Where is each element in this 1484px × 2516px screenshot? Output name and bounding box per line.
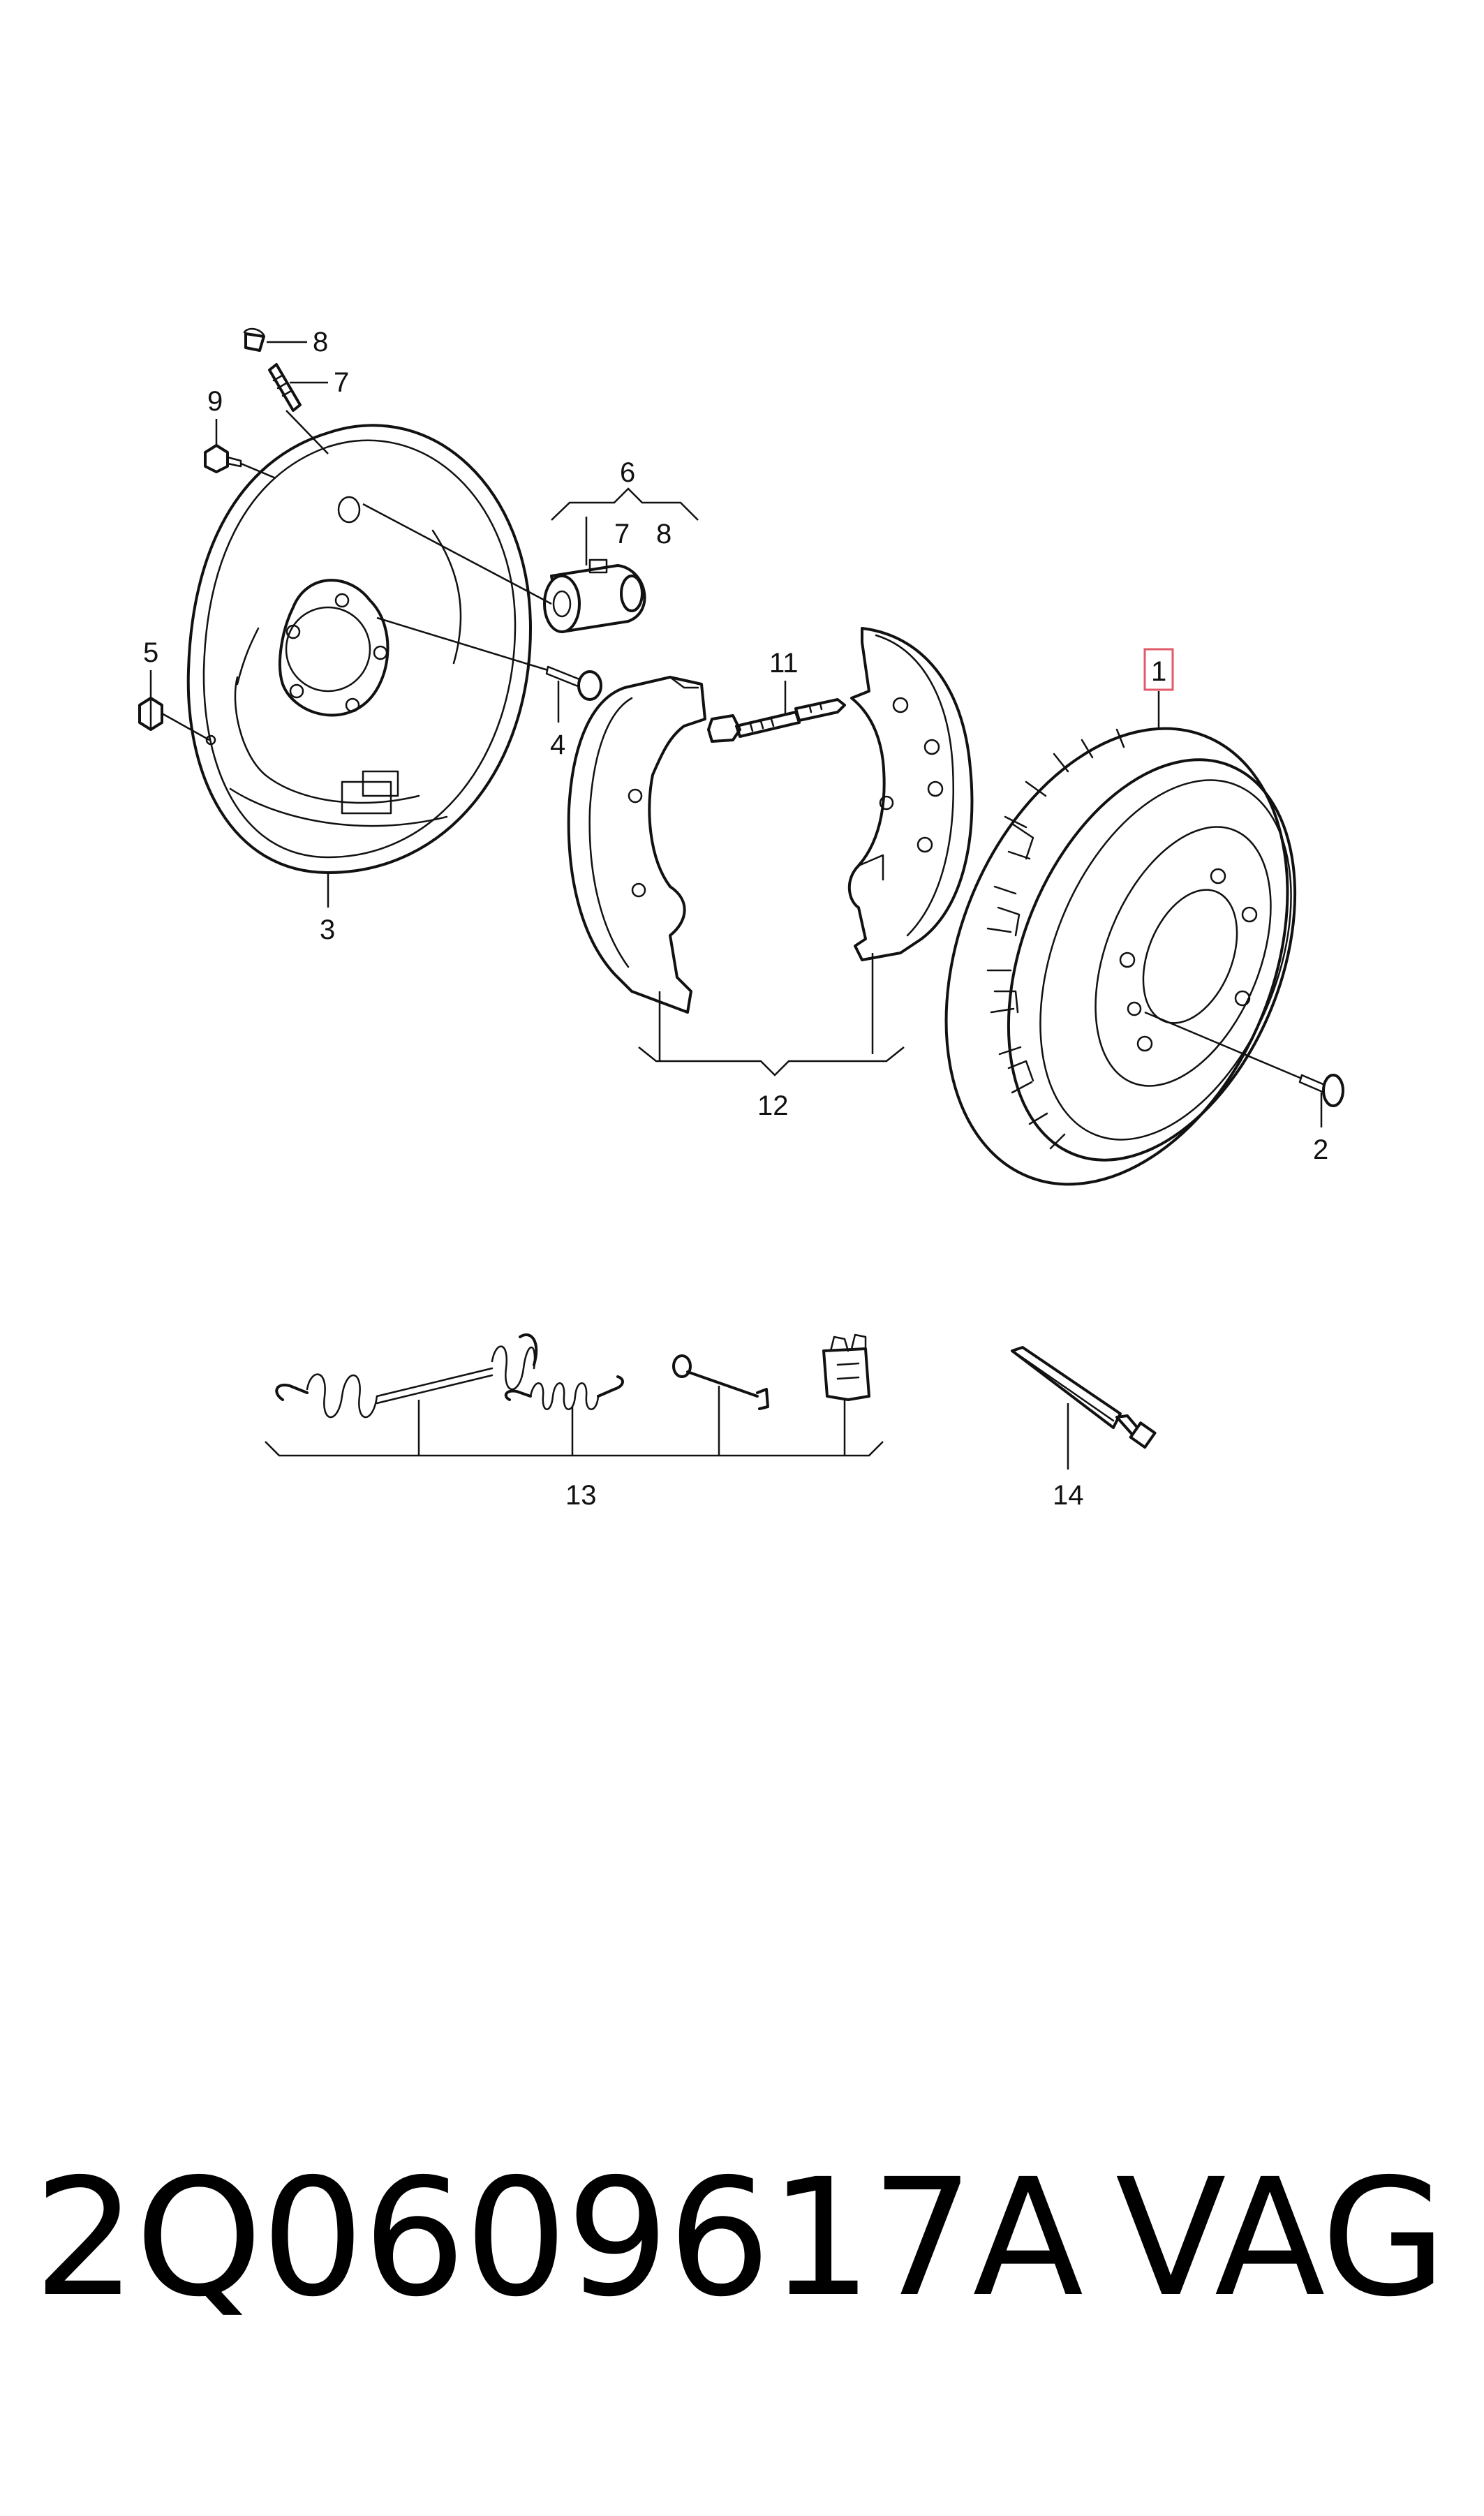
callout-1-highlight: [1143, 648, 1174, 691]
brand-name: VAG: [1115, 2144, 1446, 2332]
part-number: 2Q0609617A: [34, 2144, 1083, 2332]
bracket-12: [638, 1046, 905, 1076]
callout-12[interactable]: 12: [757, 1090, 789, 1121]
bolt-4[interactable]: [545, 665, 602, 701]
callout-9[interactable]: 9: [207, 386, 223, 417]
callout-2[interactable]: 2: [1313, 1134, 1328, 1165]
leader-bleeder-to-plate: [285, 410, 329, 454]
nut-5[interactable]: [138, 697, 163, 731]
adjuster-strut[interactable]: [707, 698, 846, 743]
brake-drum[interactable]: [882, 677, 1351, 1235]
callout-1[interactable]: 1: [1151, 656, 1166, 687]
leader-2-to-drum: [1144, 1011, 1303, 1080]
callout-11[interactable]: 11: [769, 648, 799, 679]
fitting-kit-pin[interactable]: [672, 1354, 769, 1410]
bolt-2[interactable]: [1298, 1074, 1344, 1107]
grease-tube[interactable]: [1011, 1346, 1157, 1449]
callout-5[interactable]: 5: [143, 637, 158, 668]
callout-8-top[interactable]: 8: [313, 327, 328, 357]
brake-shoe-left[interactable]: [567, 676, 706, 1014]
leader-9-to-plate: [240, 462, 276, 480]
bolt-9[interactable]: [204, 444, 242, 473]
callout-4[interactable]: 4: [550, 730, 565, 760]
brake-shoe-right[interactable]: [847, 627, 974, 961]
callout-14[interactable]: 14: [1053, 1480, 1084, 1511]
callout-3[interactable]: 3: [320, 915, 335, 945]
bleeder-valve[interactable]: [243, 327, 302, 412]
bracket-6: [551, 487, 699, 521]
callout-7-top[interactable]: 7: [334, 367, 349, 398]
callout-13[interactable]: 13: [565, 1480, 597, 1511]
callout-8-group[interactable]: 8: [656, 519, 671, 549]
backing-plate[interactable]: [186, 424, 532, 874]
leader-4-to-plate: [376, 616, 549, 672]
fitting-kit-spring-short[interactable]: [504, 1375, 624, 1410]
bracket-13: [265, 1441, 884, 1457]
fitting-kit-clip[interactable]: [822, 1333, 870, 1401]
leader-5-to-plate: [161, 712, 210, 741]
fitting-kit-spring-long[interactable]: [275, 1333, 538, 1419]
callout-7-group[interactable]: 7: [614, 519, 630, 549]
callout-6[interactable]: 6: [620, 457, 635, 488]
wheel-cylinder[interactable]: [543, 558, 646, 633]
leader-6-to-plate: [362, 503, 552, 605]
